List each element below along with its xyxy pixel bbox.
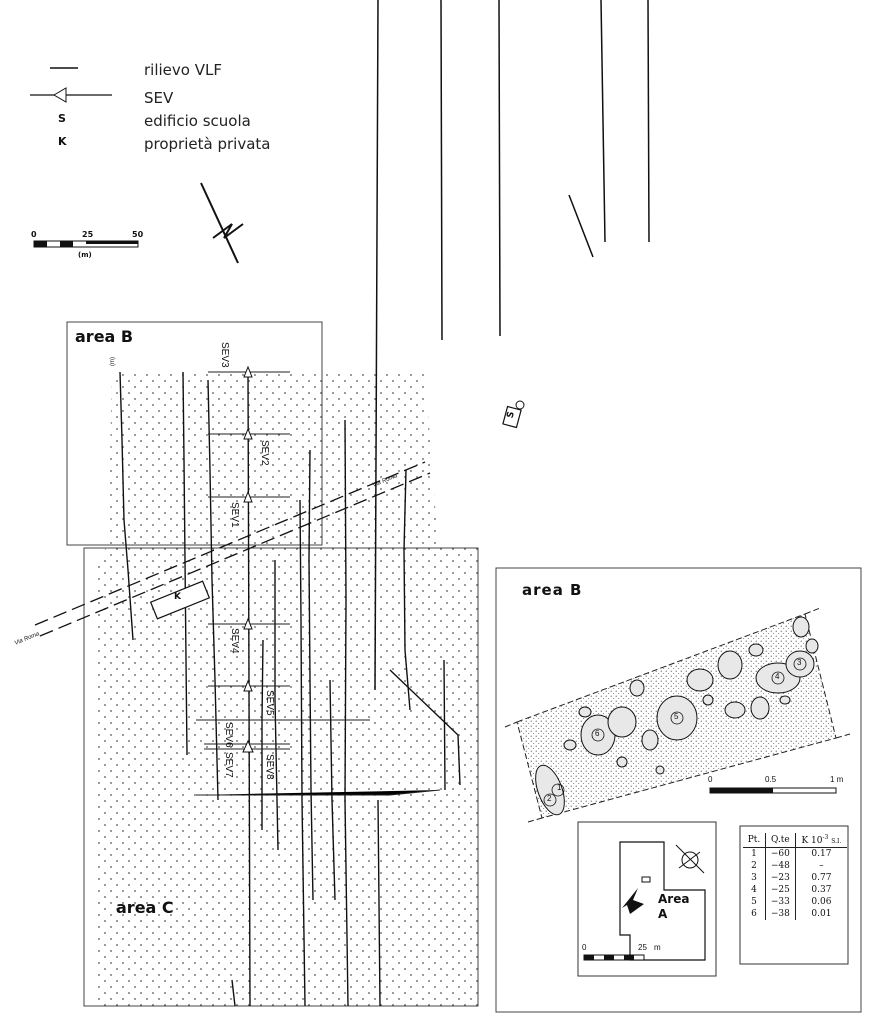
table-cell: 1 [743, 847, 766, 860]
locator-scale-bar [583, 954, 645, 961]
k-table-header-qte: Q.te [765, 833, 796, 848]
locator-site-marker [641, 876, 651, 883]
scale-label-25: 25 [82, 230, 94, 239]
legend-vlf-label: rilievo VLF [144, 61, 222, 79]
locator-area-outline [619, 841, 706, 961]
k-table-header-unit: S.I. [831, 838, 842, 845]
inset-scale-0: 0 [708, 775, 713, 784]
stone-id-1: 1 [557, 783, 562, 792]
area-b-title: area B [75, 327, 134, 346]
sev-markers [242, 365, 254, 753]
locator-scale-0: 0 [582, 943, 587, 952]
sev-label-4: SEV4 [229, 628, 240, 654]
legend-s-label: edificio scuola [144, 112, 251, 130]
stone-id-5: 5 [674, 712, 679, 721]
sev-label-8: SEV8 [264, 754, 275, 780]
area-c-frame [83, 547, 479, 1007]
table-cell: 0.77 [811, 873, 832, 883]
area-c-title: area C [116, 898, 174, 917]
table-cell: −38 [765, 908, 796, 920]
k-table-header-row: Pt. Q.te K 10-3 S.I. [743, 833, 847, 848]
sev-label-7: SEV7 [223, 752, 234, 778]
sev-label-5: SEV5 [264, 690, 275, 716]
table-cell: −60 [765, 847, 796, 860]
sev-label-6: SEV6 [223, 722, 234, 748]
locator-area-label: Area [658, 892, 690, 906]
table-cell: 0.37 [811, 885, 832, 895]
property-k [149, 580, 211, 620]
table-cell: 2 [743, 860, 766, 872]
k-table: Pt. Q.te K 10-3 S.I. 1 −60 0.17 2 −48 – … [743, 833, 847, 920]
k-table-header-exp: -3 [822, 834, 829, 841]
table-cell: 5 [743, 896, 766, 908]
legend-k-label: proprietà privata [144, 135, 271, 153]
sev-label-1: SEV1 [229, 502, 240, 528]
table-cell: −33 [765, 896, 796, 908]
locator-scale-25: 25 [638, 943, 647, 952]
inset-scale-05: 0.5 [765, 775, 777, 784]
locator-area-letter: A [658, 907, 668, 921]
inset-title: area B [522, 581, 583, 599]
table-row: 1 −60 0.17 [743, 847, 847, 860]
table-row: 3 −23 0.77 [743, 872, 847, 884]
small-unit-tag: (m) [110, 357, 116, 366]
table-cell: 0.06 [811, 897, 832, 907]
table-row: 6 −38 0.01 [743, 908, 847, 920]
main-scale-bar [33, 240, 139, 248]
stones [535, 616, 819, 816]
stone-number-circles [543, 657, 807, 807]
stone-id-3: 3 [797, 658, 802, 667]
stone-id-2: 2 [547, 794, 552, 803]
table-row: 2 −48 – [743, 860, 847, 872]
locator-north-icon [675, 844, 705, 874]
sev-label-3: SEV3 [219, 342, 230, 368]
legend-s-symbol: S [58, 112, 66, 125]
table-cell: −48 [765, 860, 796, 872]
legend-k-symbol: K [58, 135, 67, 148]
table-cell: 4 [743, 884, 766, 896]
scale-label-0: 0 [31, 230, 37, 239]
legend-sev-label: SEV [144, 89, 174, 107]
table-row: 5 −33 0.06 [743, 896, 847, 908]
table-cell: 0.17 [811, 849, 832, 859]
k-table-header-k: K 10-3 S.I. [795, 833, 847, 848]
school-marker [502, 405, 522, 429]
vlf-lines-top [374, 0, 650, 691]
table-cell: 3 [743, 872, 766, 884]
stone-id-4: 4 [775, 672, 780, 681]
inset-scale-1m: 1 m [830, 775, 844, 784]
dotted-field [98, 372, 478, 1006]
locator-pointer-icon [622, 888, 644, 914]
locator-scale-unit: m [654, 943, 661, 952]
k-table-container: Pt. Q.te K 10-3 S.I. 1 −60 0.17 2 −48 – … [743, 833, 847, 920]
scale-label-50: 50 [132, 230, 144, 239]
table-cell: −25 [765, 884, 796, 896]
north-arrow-icon [200, 182, 244, 264]
table-cell: −23 [765, 872, 796, 884]
sev-label-2: SEV2 [259, 440, 270, 466]
road [34, 461, 431, 637]
stone-id-6: 6 [595, 729, 600, 738]
scale-unit: (m) [78, 251, 92, 259]
k-table-header-pt: Pt. [743, 833, 766, 848]
inset-scale-bar [709, 787, 837, 794]
legend-sev-line [30, 87, 112, 103]
table-cell: – [819, 861, 824, 871]
k-table-header-k-text: K 10 [801, 836, 823, 846]
table-row: 4 −25 0.37 [743, 884, 847, 896]
table-cell: 6 [743, 908, 766, 920]
area-b-frame [66, 321, 323, 546]
property-marker-label: K [174, 592, 181, 602]
table-cell: 0.01 [811, 909, 832, 919]
